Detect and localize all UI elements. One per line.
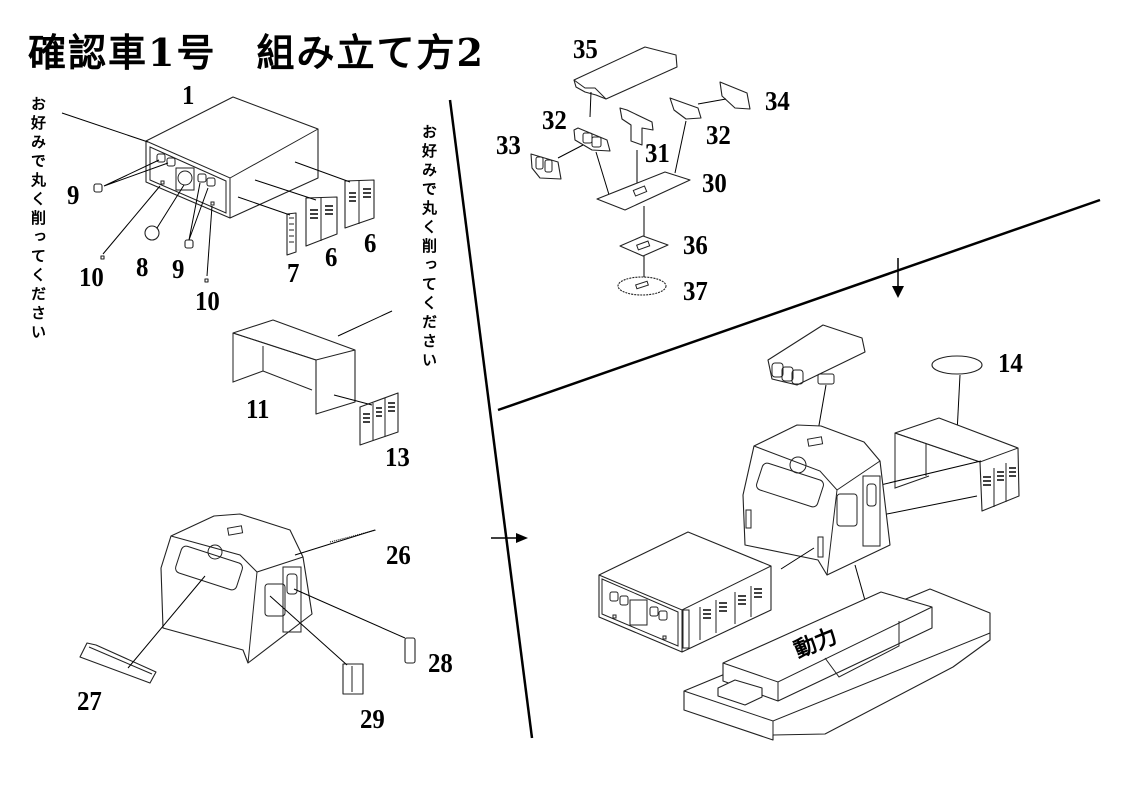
assembled-rear-hood [894, 417, 1020, 512]
engine-cover [717, 591, 933, 706]
part-label-27: 27 [77, 686, 102, 716]
part-label-34: 34 [765, 86, 790, 116]
part-cab-body [160, 513, 313, 664]
part-29-side-window [342, 663, 364, 695]
part-label-9b: 9 [172, 254, 185, 284]
part-label-10a: 10 [79, 262, 104, 292]
part-10-marker-a [100, 255, 105, 260]
assembled-roof-light [767, 324, 866, 386]
part-label-29: 29 [360, 704, 385, 734]
part-label-37: 37 [683, 276, 708, 306]
part-label-6a: 6 [325, 242, 338, 272]
part-label-32b: 32 [706, 120, 731, 150]
part-14-disc [931, 355, 983, 375]
part-label-1: 1 [182, 80, 195, 110]
part-label-7: 7 [287, 258, 300, 288]
left-rounding-note: お好みで丸く削ってください [29, 96, 47, 343]
part-label-11: 11 [246, 394, 270, 424]
part-36-plate [619, 235, 669, 257]
part-7-radiator-grille [286, 212, 297, 256]
part-label-9a: 9 [67, 180, 80, 210]
part-label-33: 33 [496, 130, 521, 160]
part-35-roof-cover [573, 46, 678, 100]
part-37-disc [617, 276, 667, 296]
part-34-lens-b [719, 81, 751, 110]
part-13-side-door [359, 392, 399, 446]
part-1-front-hood [145, 96, 319, 219]
part-6-side-door-a [305, 196, 338, 247]
part-label-14: 14 [998, 348, 1023, 378]
part-label-6b: 6 [364, 228, 377, 258]
part-8-headlight [144, 225, 160, 241]
part-label-13: 13 [385, 442, 410, 472]
page-title: 確認車1号 組み立て方2 [28, 30, 485, 75]
part-28-door-window [404, 637, 416, 664]
part-10-marker-b [204, 278, 209, 283]
part-6-side-door-b [344, 179, 375, 229]
part-32-light-housing-b [669, 97, 702, 120]
arrow-right-icon [491, 533, 528, 543]
part-label-32a: 32 [542, 105, 567, 135]
part-label-10b: 10 [195, 286, 220, 316]
part-label-8: 8 [136, 252, 149, 282]
part-33-lens-a [530, 153, 562, 180]
part-32-light-housing-a [573, 127, 611, 152]
divider-diagonal [497, 198, 1101, 412]
assembled-front-hood [598, 531, 772, 653]
part-31-mount [619, 107, 654, 146]
part-label-28: 28 [428, 648, 453, 678]
part-label-36: 36 [683, 230, 708, 260]
arrow-down-icon [892, 258, 904, 298]
part-27-front-window [79, 642, 157, 684]
part-30-base-plate [596, 171, 691, 211]
part-9-light-b [184, 239, 194, 249]
part-label-35: 35 [573, 34, 598, 64]
part-label-31: 31 [645, 138, 670, 168]
part-label-26: 26 [386, 540, 411, 570]
assembled-cab [742, 424, 891, 576]
part-9-light [93, 183, 103, 193]
right-rounding-note: お好みで丸く削ってください [420, 124, 438, 371]
part-label-30: 30 [702, 168, 727, 198]
part-11-rear-hood [232, 319, 356, 415]
divider-vertical [448, 99, 534, 739]
